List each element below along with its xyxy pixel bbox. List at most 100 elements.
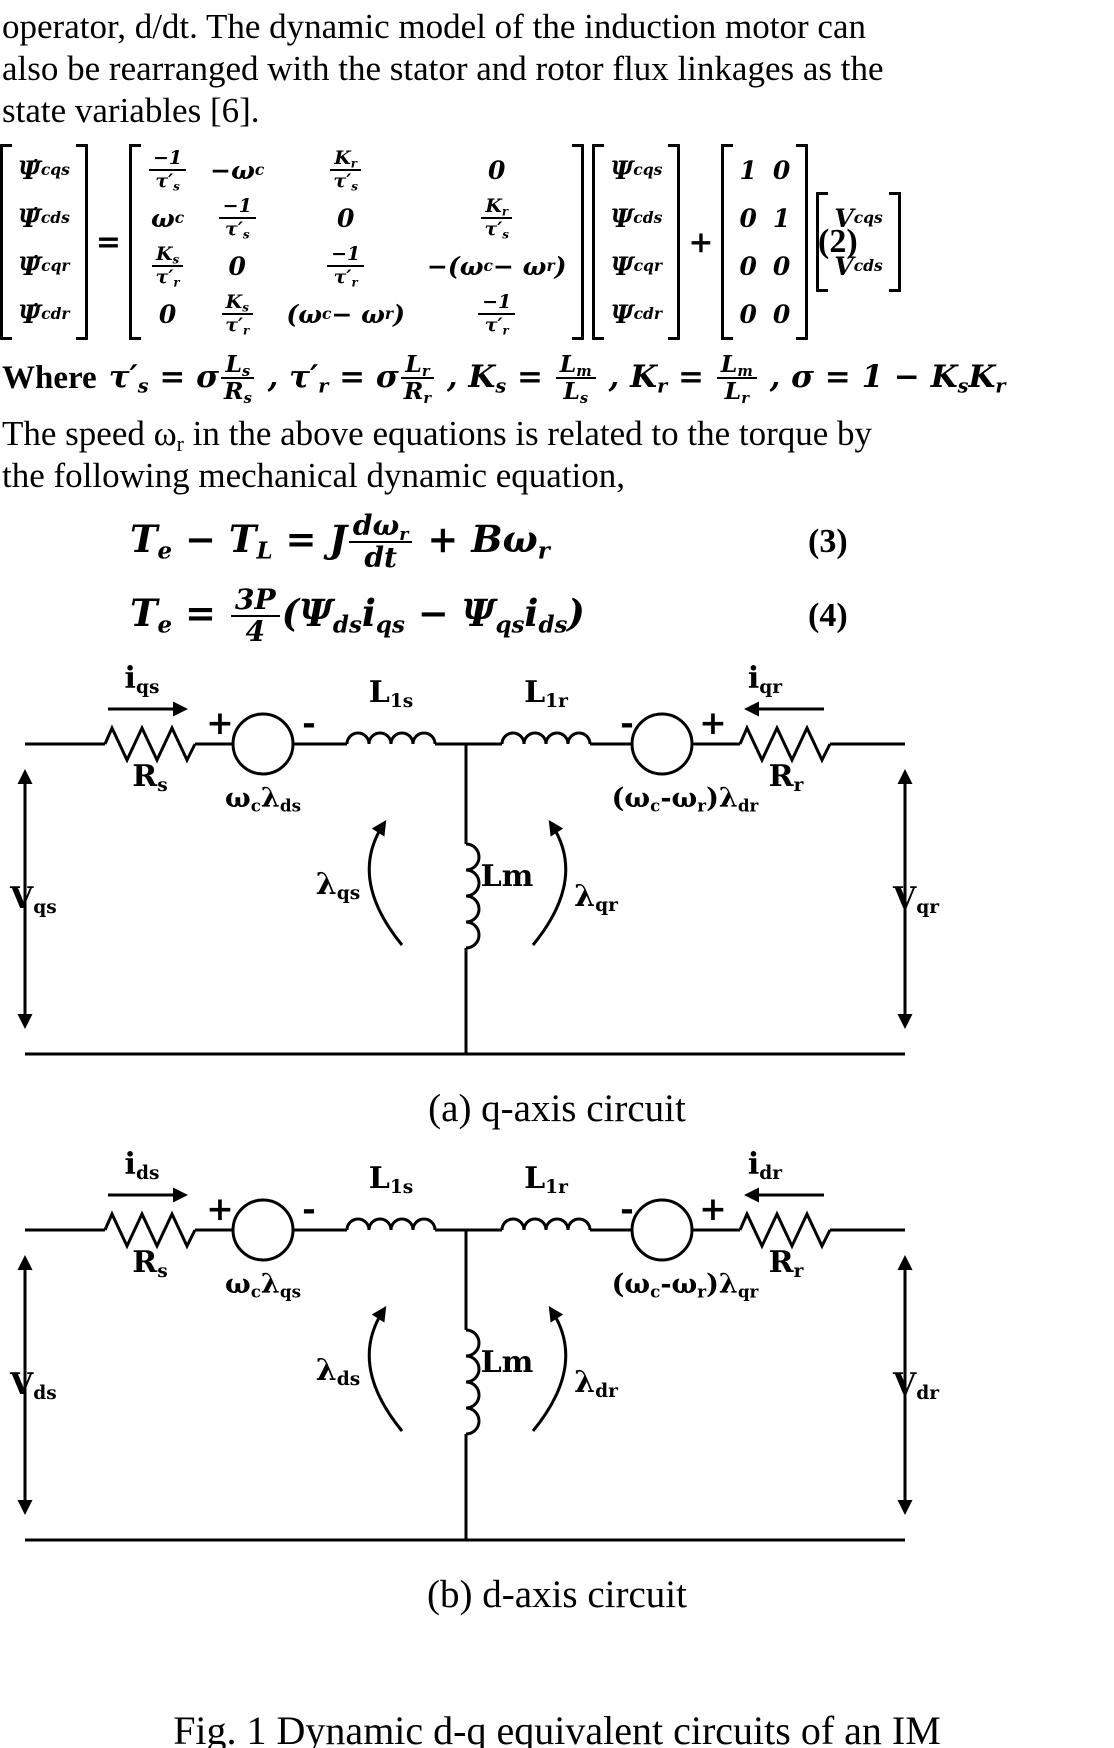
plus-sign-right: + (699, 1188, 727, 1228)
inductor-label-left: L1s (368, 1160, 414, 1199)
speed-voltage-source-right (630, 712, 694, 776)
flux-label-right: λqr (574, 878, 618, 917)
current-label-left: ids (124, 1146, 160, 1185)
resistor-label-right: Rr (768, 758, 804, 797)
voltage-label-right: Vdr (893, 1366, 940, 1405)
bracket-right (572, 144, 585, 340)
d-axis-circuit-diagram: ids Rs + ωcλqs - L1s L1r Lm λds λdr - + … (0, 1145, 1114, 1570)
minus-sign-right: - (620, 1188, 634, 1228)
bracket-left (816, 192, 829, 292)
intro-line-2: also be rearranged with the stator and r… (2, 49, 884, 88)
speed-line-1: The speed ωr in the above equations is r… (2, 413, 873, 456)
b-cell: 0 (772, 251, 791, 281)
intro-line-3: state variables [6]. (2, 91, 260, 130)
plus-sign: + (688, 224, 714, 260)
matrix-cell: 0 (158, 299, 177, 329)
speed-voltage-source-right (630, 1198, 694, 1262)
source-label-right: (ωc-ωr)λdr (611, 782, 759, 816)
d-axis-circuit-svg (17, 1187, 913, 1542)
q-axis-circuit-svg (17, 701, 913, 1056)
bracket-right (75, 144, 88, 340)
b-cell: 0 (739, 299, 757, 329)
b-cell: 0 (739, 251, 757, 281)
matrix-cell: 0 (488, 155, 506, 185)
source-label-left: ωcλds (225, 782, 301, 816)
inductor-label-right: L1r (524, 1160, 568, 1199)
voltage-label-left: Vqs (10, 880, 57, 919)
inductor-label-right: L1r (524, 674, 568, 713)
resistor-label-right: Rr (768, 1244, 804, 1283)
voltage-label-right: Vqr (893, 880, 940, 919)
current-label-left: iqs (124, 660, 160, 699)
source-label-right: (ωc-ωr)λqr (611, 1268, 759, 1302)
matrix-cell: 0 (336, 203, 355, 233)
equation-4-number: (4) (808, 596, 848, 634)
b-cell: 0 (772, 299, 791, 329)
inductor-label-left: L1s (368, 674, 414, 713)
bracket-left (0, 144, 12, 340)
bracket-right (796, 144, 809, 340)
b-cell: 1 (772, 203, 791, 233)
bracket-left (721, 144, 734, 340)
resistor-stator (103, 1210, 197, 1250)
speed-line-2: the following mechanical dynamic equatio… (2, 455, 625, 495)
q-axis-caption: (a) q-axis circuit (428, 1086, 686, 1130)
resistor-label-left: Rs (132, 758, 168, 797)
flux-arrow-right (531, 1305, 568, 1432)
resistor-label-left: Rs (132, 1244, 168, 1283)
intro-paragraph: operator, d/dt. The dynamic model of the… (0, 0, 1114, 132)
flux-arrow-left (367, 819, 404, 946)
flux-label-right: λdr (574, 1364, 618, 1403)
flux-arrow-right (531, 819, 568, 946)
source-label-left: ωcλqs (225, 1268, 301, 1302)
flux-label-left: λqs (315, 866, 361, 905)
magnetizing-label: Lm (480, 1344, 534, 1380)
inductor-stator-leakage (345, 731, 437, 745)
flux-label-left: λds (315, 1352, 361, 1391)
plus-sign-left: + (206, 1188, 234, 1228)
bracket-right (888, 192, 901, 292)
minus-sign-right: - (620, 702, 634, 742)
plus-sign-right: + (699, 702, 727, 742)
minus-sign-left: - (302, 1188, 316, 1228)
intro-line-1: operator, d/dt. The dynamic model of the… (2, 7, 866, 46)
bracket-right (668, 144, 681, 340)
inductor-magnetizing (465, 1328, 481, 1436)
b-cell: 0 (739, 203, 757, 233)
equals-sign: = (95, 224, 121, 260)
magnetizing-label: Lm (480, 858, 534, 894)
inductor-magnetizing (465, 842, 481, 950)
b-cell: 1 (739, 155, 757, 185)
bracket-left (592, 144, 605, 340)
